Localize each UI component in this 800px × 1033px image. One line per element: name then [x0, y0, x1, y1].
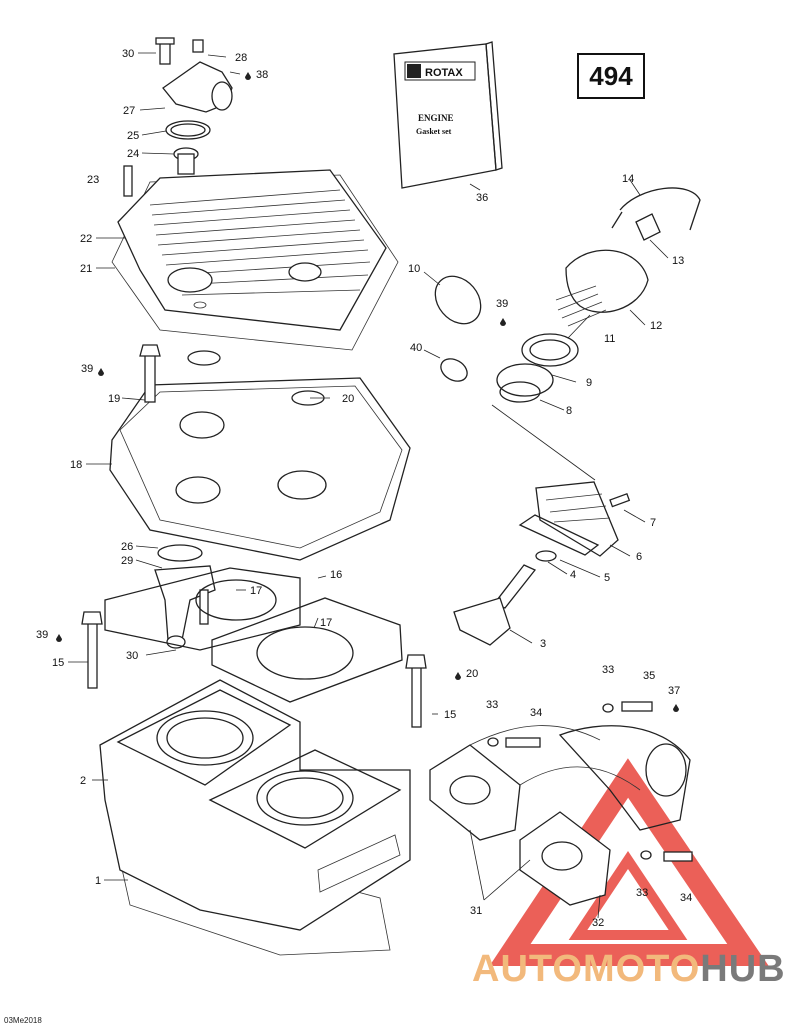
- watermark-text-part2: HUB: [700, 948, 786, 990]
- callout-33a: 33: [602, 664, 614, 676]
- callout-27: 27: [123, 105, 135, 117]
- thermostat-housing-group: [123, 37, 233, 197]
- watermark-text-part1: AUTOMOTO: [472, 948, 701, 990]
- callout-40: 40: [410, 342, 422, 354]
- cylinder-block: [99, 679, 411, 956]
- manual-brand: ROTAX: [425, 67, 463, 79]
- cylinder-head-cover: [111, 169, 399, 351]
- callout-19: 19: [108, 393, 120, 405]
- callout-15a: 15: [52, 657, 64, 669]
- manual-title-line2: Gasket set: [416, 127, 452, 136]
- callout-12: 12: [650, 320, 662, 332]
- page-number: 494: [577, 53, 645, 99]
- callout-39b: 39: [36, 629, 48, 641]
- callout-20a: 20: [342, 393, 354, 405]
- callout-28: 28: [235, 52, 247, 64]
- callout-21: 21: [80, 263, 92, 275]
- callout-13: 13: [672, 255, 684, 267]
- callout-35: 35: [643, 670, 655, 682]
- callout-8: 8: [566, 405, 572, 417]
- callout-labels: 30 28 38 27 25 24 23 22 21 39 19 20 18 2…: [36, 48, 692, 929]
- callout-38: 38: [256, 69, 268, 81]
- callout-34b: 34: [680, 892, 692, 904]
- callout-25: 25: [127, 130, 139, 142]
- manual-title-line1: ENGINE: [418, 113, 454, 123]
- callout-39a: 39: [81, 363, 93, 375]
- callout-20b: 20: [466, 668, 478, 680]
- callout-16: 16: [330, 569, 342, 581]
- callout-22: 22: [80, 233, 92, 245]
- callout-32: 32: [592, 917, 604, 929]
- head-gaskets: [104, 567, 403, 703]
- callout-7: 7: [650, 517, 656, 529]
- callout-30b: 30: [126, 650, 138, 662]
- exhaust-valve-assembly: [453, 481, 631, 646]
- callout-37: 37: [668, 685, 680, 697]
- callout-29: 29: [121, 555, 133, 567]
- callout-34a: 34: [530, 707, 542, 719]
- callout-17b: 17: [320, 617, 332, 629]
- callout-24: 24: [127, 148, 139, 160]
- callout-11: 11: [604, 333, 615, 345]
- callout-14: 14: [622, 173, 634, 185]
- rave-valve-cover-group: [434, 187, 701, 403]
- callout-4: 4: [570, 569, 576, 581]
- callout-2: 2: [80, 775, 86, 787]
- drawing-code: 03Me2018: [4, 1016, 42, 1025]
- cylinder-head: [109, 301, 411, 561]
- gasket-set-manual: ROTAX ENGINE Gasket set: [393, 41, 503, 189]
- callout-36: 36: [476, 192, 488, 204]
- cylinder-bolts: [81, 611, 427, 728]
- callout-3: 3: [540, 638, 546, 650]
- callout-5: 5: [604, 572, 610, 584]
- callout-26: 26: [121, 541, 133, 553]
- callout-33c: 33: [636, 887, 648, 899]
- callout-6: 6: [636, 551, 642, 563]
- water-outlet-elbow: [154, 544, 216, 649]
- callout-31: 31: [470, 905, 482, 917]
- callout-17a: 17: [250, 585, 262, 597]
- callout-leaders: [68, 52, 669, 919]
- callout-15b: 15: [444, 709, 456, 721]
- callout-10: 10: [408, 263, 420, 275]
- watermark-text: AUTOMOTOHUB: [472, 948, 786, 991]
- callout-18: 18: [70, 459, 82, 471]
- callout-9: 9: [586, 377, 592, 389]
- callout-30a: 30: [122, 48, 134, 60]
- callout-1: 1: [95, 875, 101, 887]
- callout-39c: 39: [496, 298, 508, 310]
- exhaust-manifold-group: [429, 701, 693, 906]
- sealant-drop-icons: [56, 72, 679, 712]
- callout-33b: 33: [486, 699, 498, 711]
- callout-23: 23: [87, 174, 99, 186]
